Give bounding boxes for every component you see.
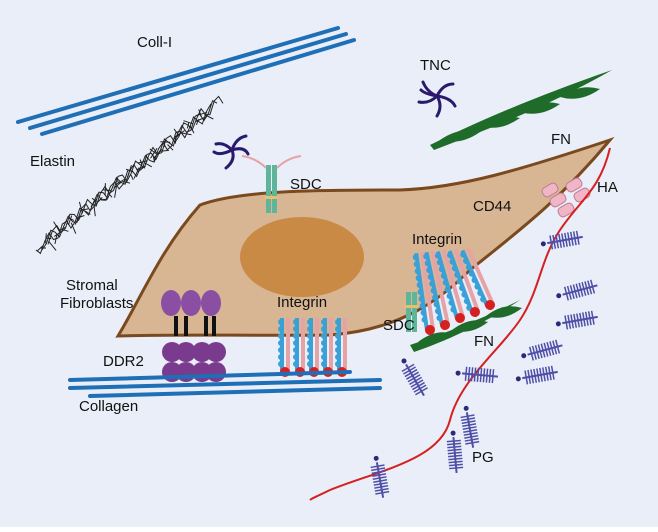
label-integrin-bottom: Integrin: [277, 294, 327, 311]
tnc-molecule: [419, 82, 455, 116]
label-fibroblasts: Fibroblasts: [60, 295, 133, 312]
label-fn-top: FN: [551, 131, 571, 148]
fn-fibril-top: [430, 70, 612, 150]
tnc-sdc-molecule: [214, 136, 248, 168]
label-tnc: TNC: [420, 57, 451, 74]
label-stromal: Stromal: [66, 277, 118, 294]
label-ddr2: DDR2: [103, 353, 144, 370]
coll-i-fibers: [18, 28, 354, 134]
label-collagen: Collagen: [79, 398, 138, 415]
label-integrin-right: Integrin: [412, 231, 462, 248]
label-cd44: CD44: [473, 198, 511, 215]
label-elastin: Elastin: [30, 153, 75, 170]
label-ha: HA: [597, 179, 618, 196]
integrin-bottom-cluster: [278, 318, 347, 377]
label-fn-right: FN: [474, 333, 494, 350]
label-sdc-top: SDC: [290, 176, 322, 193]
nucleus: [240, 217, 364, 297]
label-sdc-right: SDC: [383, 317, 415, 334]
collagen-fibers: [70, 372, 380, 396]
label-coll-i: Coll-I: [137, 34, 172, 51]
label-pg: PG: [472, 449, 494, 466]
